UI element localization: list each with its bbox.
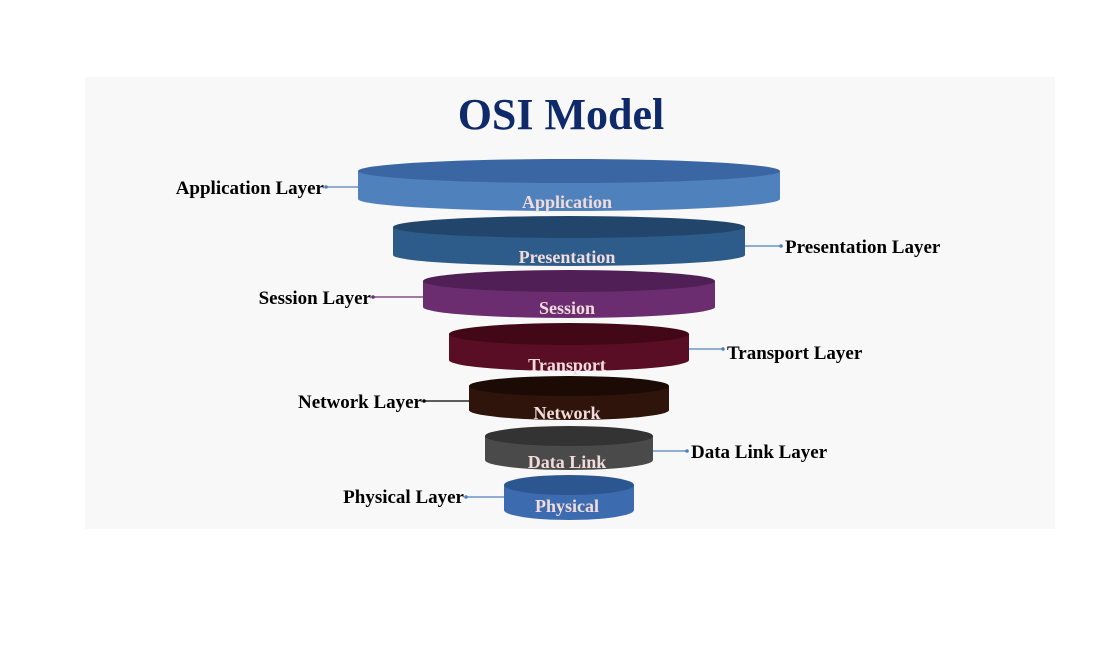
side-label-transport: Transport Layer (727, 343, 863, 364)
layer-disk-label-session: Session (539, 298, 595, 318)
side-label-data-link: Data Link Layer (691, 442, 828, 463)
connector-dot-network (422, 399, 426, 403)
layer-disk-body-physical (504, 485, 634, 520)
layer-presentation: Presentation Presentation Layer (393, 216, 941, 267)
side-label-session: Session Layer (259, 288, 372, 309)
layer-disk-top-network (469, 376, 669, 396)
connector-dot-application (324, 185, 328, 189)
side-label-network: Network Layer (298, 392, 423, 413)
layer-application: Application Application Layer (176, 159, 780, 212)
layer-disk-top-physical (504, 475, 634, 495)
layer-disk-top-application (358, 159, 780, 183)
layer-disk-top-transport (449, 323, 689, 345)
side-label-physical: Physical Layer (343, 487, 464, 508)
layer-disk-body-presentation (393, 227, 745, 266)
layer-disk-label-presentation: Presentation (519, 247, 616, 267)
layer-disk-top-presentation (393, 216, 745, 238)
layer-disk-top-session (423, 270, 715, 292)
layer-disk-label-application: Application (522, 192, 612, 212)
diagram-title: OSI Model (458, 90, 665, 139)
connector-dot-session (371, 295, 375, 299)
layers-group: Application Application LayerPresentation… (176, 159, 941, 520)
connector-dot-data-link (685, 449, 689, 453)
layer-physical: Physical Physical Layer (343, 475, 634, 520)
layer-data-link: Data Link Data Link Layer (485, 426, 828, 472)
layer-session: Session Session Layer (259, 270, 715, 318)
side-label-application: Application Layer (176, 178, 325, 199)
layer-network: Network Network Layer (298, 376, 669, 423)
connector-dot-physical (464, 495, 468, 499)
layer-disk-top-data-link (485, 426, 653, 446)
layer-disk-label-transport: Transport (528, 355, 606, 375)
layer-disk-label-data-link: Data Link (528, 452, 607, 472)
layer-disk-label-network: Network (534, 403, 601, 423)
connector-dot-transport (721, 347, 725, 351)
connector-dot-presentation (779, 244, 783, 248)
side-label-presentation: Presentation Layer (785, 237, 941, 258)
layer-disk-label-physical: Physical (535, 496, 599, 516)
layer-transport: Transport Transport Layer (449, 323, 863, 375)
